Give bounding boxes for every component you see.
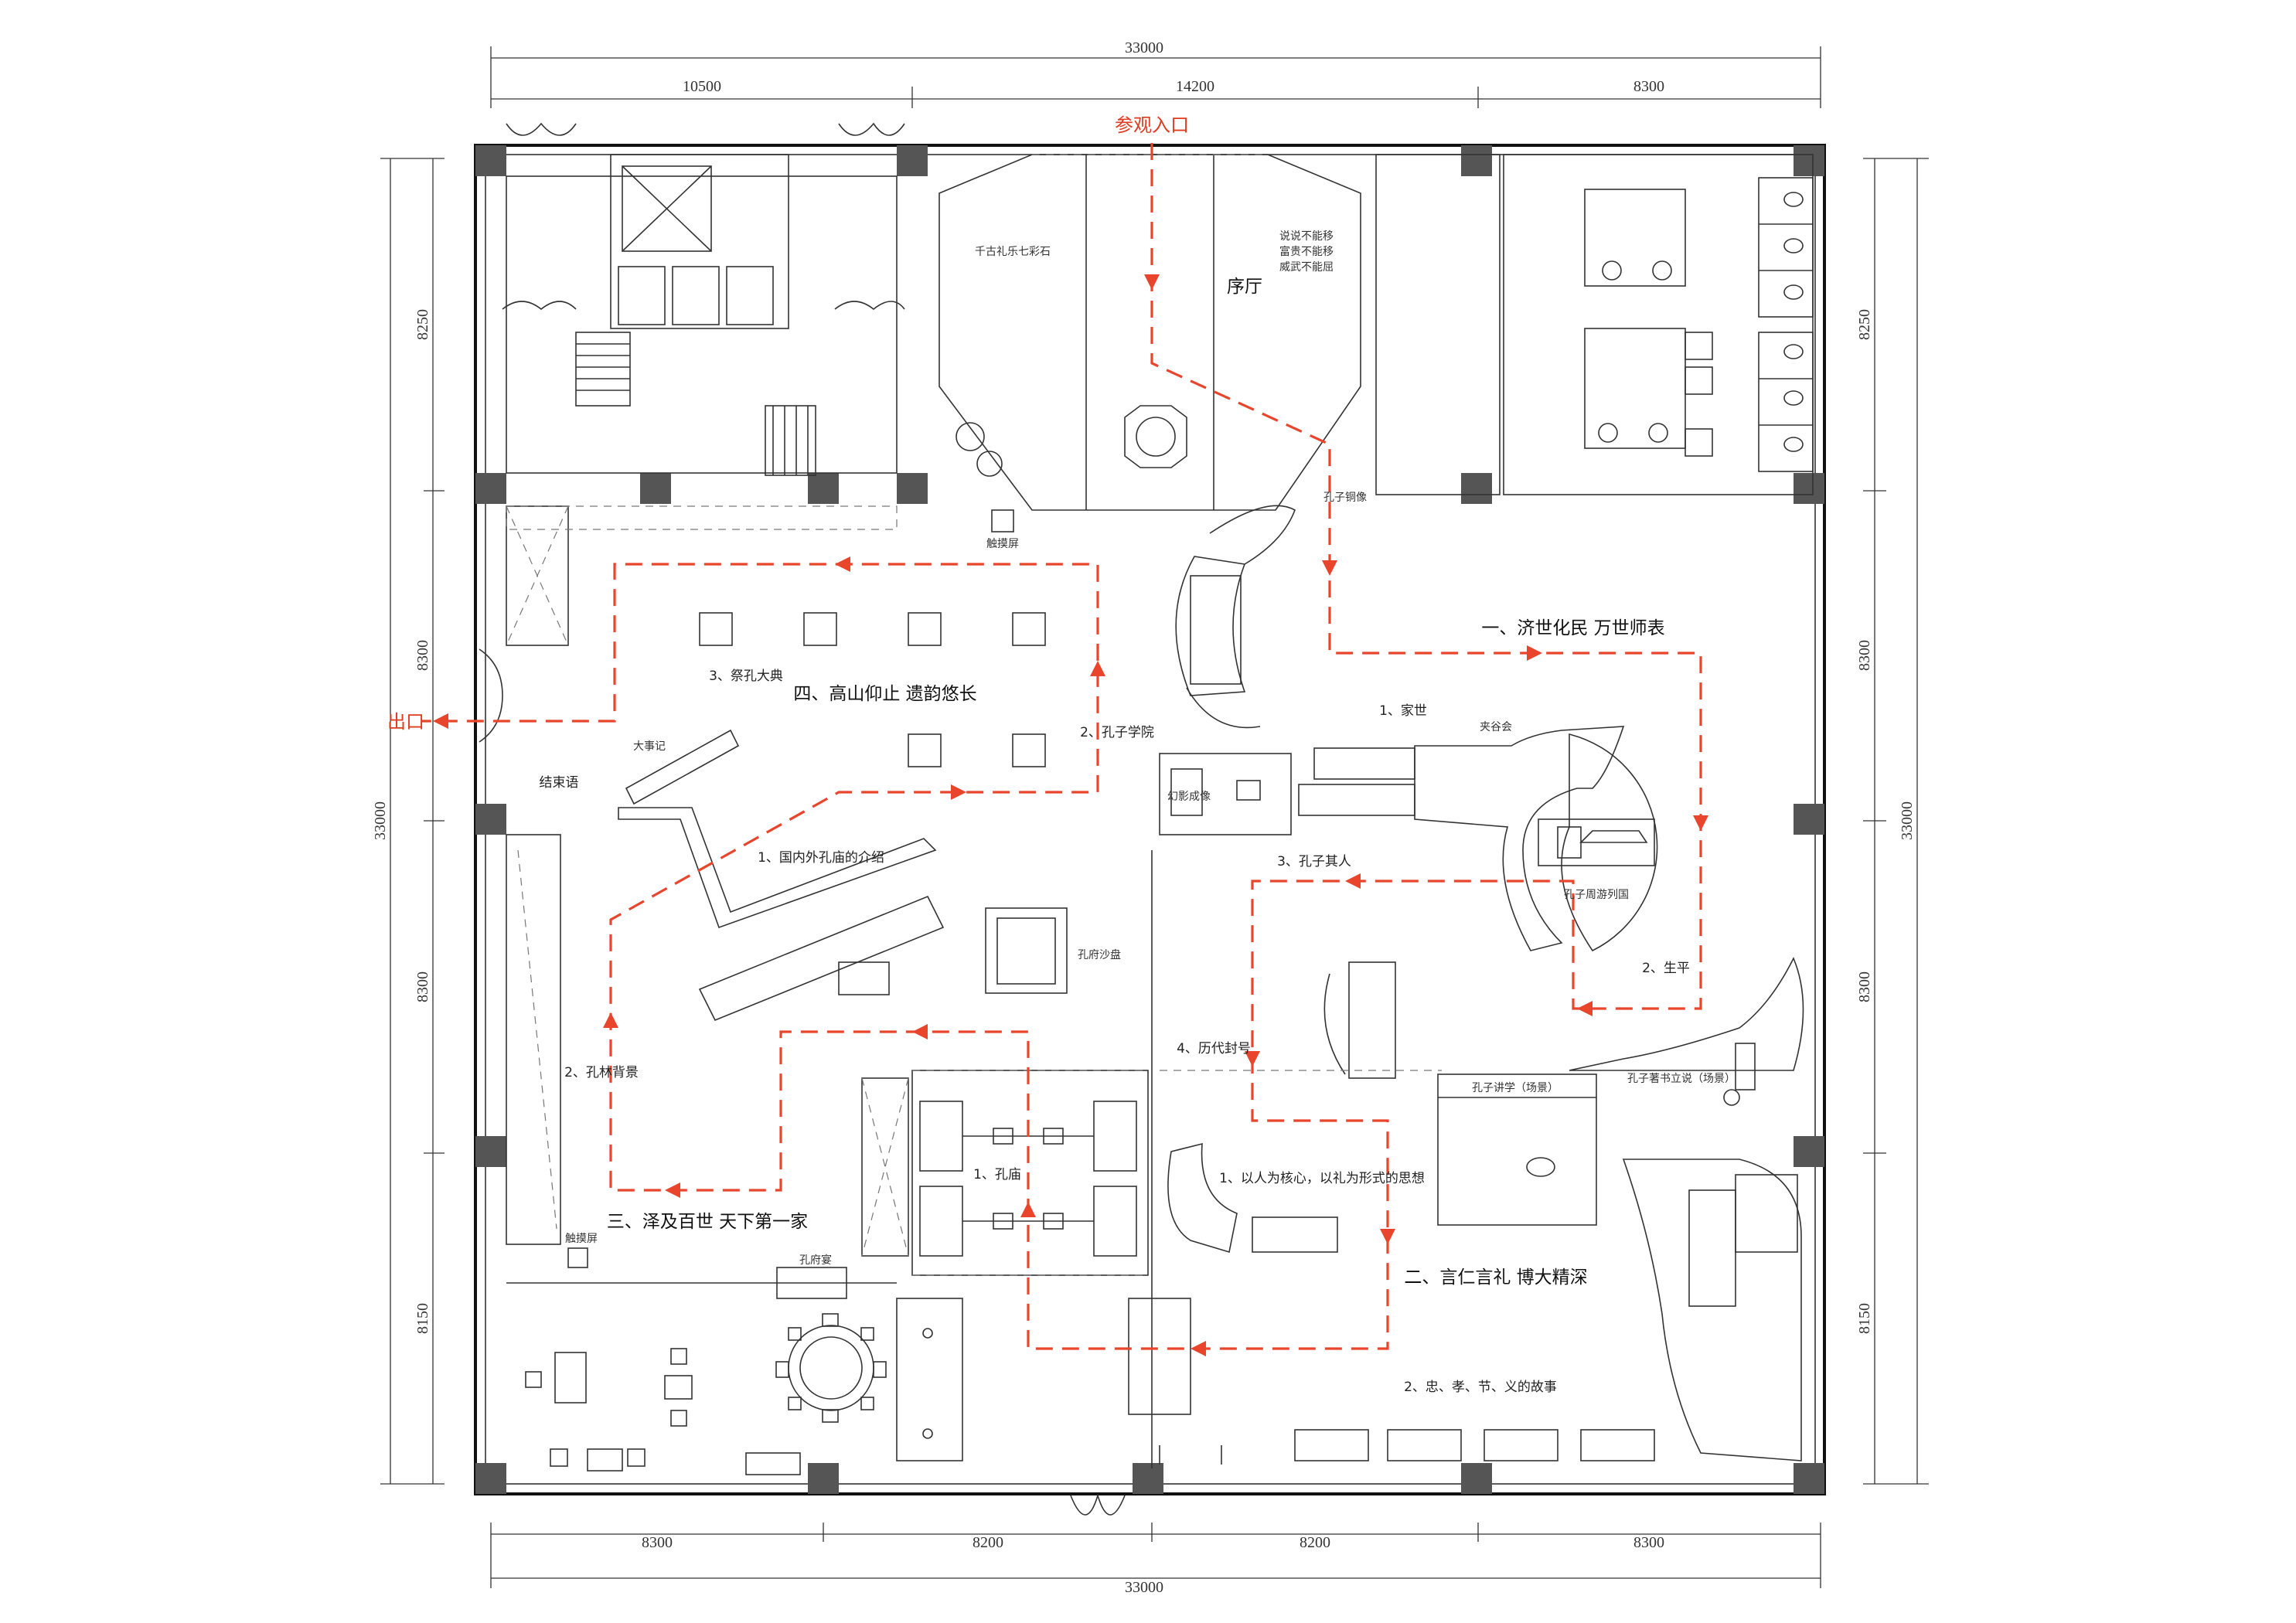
dimension-lines	[380, 46, 1929, 1588]
label-zone1-item-3: 3、孔子其人	[1277, 854, 1351, 869]
dim-left-seg-1: 8250	[414, 309, 431, 340]
dim-top-seg-1: 10500	[683, 78, 721, 95]
label-zone2-item-2: 2、忠、孝、节、义的故事	[1404, 1380, 1557, 1395]
label-zone3-item-2: 2、孔林背景	[564, 1065, 639, 1080]
label-zone-2: 二、言仁言礼 博大精深	[1404, 1267, 1587, 1288]
label-zone4-item-2: 2、孔子学院	[1080, 725, 1154, 740]
label-zone4-item-1: 1、国内外孔庙的介绍	[758, 850, 884, 866]
label-zone4-item-3: 3、祭孔大典	[709, 669, 783, 684]
label-foyer: 序厅	[1227, 277, 1262, 297]
dim-bottom-seg-4: 8300	[1633, 1534, 1664, 1551]
label-zone-4: 四、高山仰止 遗韵悠长	[793, 684, 976, 704]
dim-bottom-seg-2: 8200	[973, 1534, 1003, 1551]
dim-right-total: 33000	[1899, 801, 1916, 840]
route-arrow-6	[1345, 873, 1361, 889]
label-zone1-item-1b: 夹谷会	[1480, 721, 1512, 733]
exit-label: 出口	[387, 711, 424, 733]
label-zone3-item-1: 1、孔庙	[973, 1167, 1021, 1182]
label-zone2-item-1: 1、以人为核心，以礼为形式的思想	[1219, 1171, 1425, 1186]
label-epilogue: 结束语	[540, 775, 579, 791]
label-zone1-item-1: 1、家世	[1379, 703, 1427, 719]
route-arrow-10	[1020, 1202, 1036, 1217]
banquet-room	[506, 1267, 1126, 1516]
banquet-chairs	[775, 1313, 887, 1423]
stair-elevator-block	[502, 122, 905, 476]
label-zone-3: 三、泽及百世 天下第一家	[607, 1212, 808, 1232]
central-exhibits	[1159, 505, 1658, 952]
dim-bottom-seg-1: 8300	[642, 1534, 673, 1551]
dim-bottom-seg-3: 8200	[1300, 1534, 1330, 1551]
entrance-label: 参观入口	[1115, 114, 1189, 136]
route-arrow-11	[912, 1024, 928, 1039]
dim-bottom-total: 33000	[1125, 1579, 1163, 1596]
dim-right-seg-2: 8300	[1856, 640, 1873, 671]
label-kong-mansion-sand: 孔府沙盘	[1078, 948, 1121, 961]
structural-columns	[475, 145, 1824, 1494]
route-arrow-9	[1191, 1341, 1206, 1356]
zone-4-gallery	[479, 505, 1046, 1022]
label-zone1-item-2: 2、生平	[1642, 961, 1690, 976]
zone-3-gallery	[506, 834, 1149, 1276]
label-confucius-statue: 孔子铜像	[1323, 492, 1367, 504]
label-zone1-tour: 孔子周游列国	[1564, 889, 1629, 901]
visitor-route	[421, 143, 1708, 1356]
dim-left-seg-4: 8150	[414, 1303, 431, 1334]
label-zone1-item-4: 4、历代封号	[1177, 1041, 1251, 1056]
route-arrow-8	[1380, 1229, 1395, 1244]
dim-left-seg-3: 8300	[414, 971, 431, 1002]
dim-right-seg-3: 8300	[1856, 971, 1873, 1002]
dim-right-seg-1: 8250	[1856, 309, 1873, 340]
dim-left-total: 33000	[372, 801, 389, 840]
label-kong-mansion: 孔府宴	[799, 1254, 832, 1267]
route-arrow-7	[1245, 1051, 1260, 1067]
dim-left-seg-2: 8300	[414, 640, 431, 671]
route-arrow-3	[1527, 645, 1542, 661]
route-arrow-4	[1693, 815, 1708, 831]
route-arrow-13	[603, 1012, 618, 1028]
label-lecture-scene: 孔子讲学（场景）	[1472, 1082, 1558, 1094]
route-arrow-14	[951, 784, 966, 800]
route-arrow-1	[1144, 274, 1160, 290]
restroom-block	[1375, 154, 1814, 495]
label-foyer-right-1: 说说不能移	[1279, 230, 1334, 243]
route-arrow-12	[665, 1182, 680, 1198]
zone-2-gallery	[1128, 850, 1804, 1468]
label-big-events: 大事记	[633, 740, 666, 753]
label-foyer-right-2: 富贵不能移	[1279, 245, 1334, 258]
toilet-stalls	[1685, 192, 1813, 457]
dim-top-total: 33000	[1125, 39, 1163, 56]
dim-top-seg-2: 14200	[1176, 78, 1214, 95]
label-lecture-scene-2: 孔子著书立说（场景）	[1627, 1073, 1736, 1085]
label-foyer-left: 千古礼乐七彩石	[975, 246, 1051, 258]
dim-right-seg-4: 8150	[1856, 1303, 1873, 1334]
route-arrow-2	[1322, 560, 1337, 576]
label-zone-1: 一、济世化民 万世师表	[1481, 618, 1664, 638]
label-foyer-right-3: 威武不能屈	[1279, 261, 1334, 274]
route-arrow-15	[1090, 661, 1105, 676]
route-arrow-16	[835, 556, 850, 572]
foyer-area	[938, 154, 1361, 532]
label-hologram: 幻影成像	[1167, 791, 1211, 803]
label-touch-screen-bottom: 触摸屏	[565, 1233, 598, 1245]
route-arrow-5	[1577, 1001, 1593, 1016]
stair-treads	[576, 343, 809, 475]
route-arrow-exit	[433, 713, 448, 729]
dim-top-seg-3: 8300	[1633, 78, 1664, 95]
label-touch-screen-top: 触摸屏	[986, 538, 1019, 550]
